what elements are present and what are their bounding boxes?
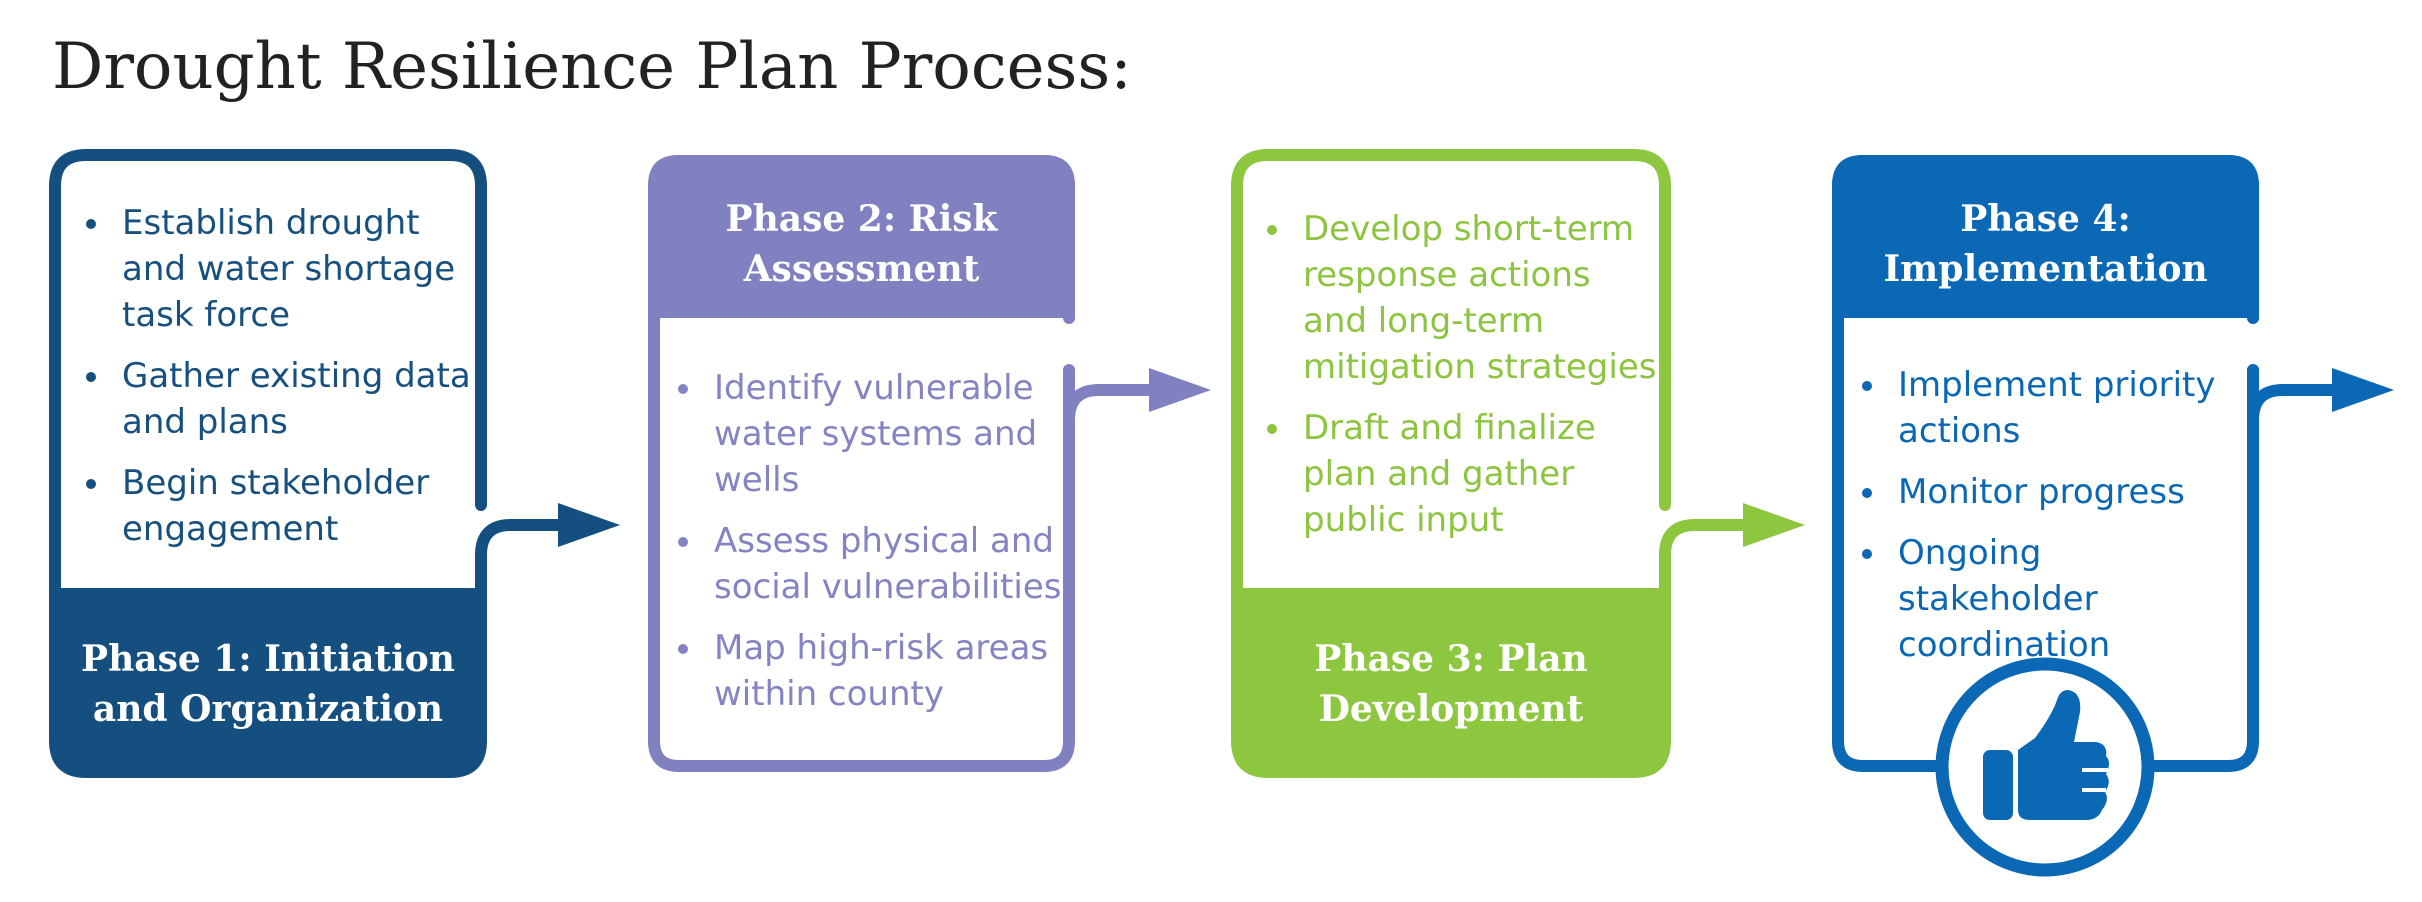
phase-3-frame [1231, 149, 1671, 778]
phase-3-bullets: Develop short-term response actions and … [1261, 206, 1659, 558]
list-item: Monitor progress [1856, 469, 2251, 515]
phase-2-bullets: Identify vulnerable water systems and we… [672, 365, 1067, 732]
arrow-right-icon [1063, 368, 1211, 440]
list-item: Gather existing data and plans [80, 353, 475, 445]
phase-1-header-fill [55, 588, 481, 772]
phase-2-header-line: Assessment [743, 248, 980, 290]
arrow-right-icon [475, 503, 620, 588]
phase-4-header: Phase 4: Implementation [1832, 170, 2259, 318]
phase-4-header-fill [1832, 155, 2259, 318]
list-item: Ongoing stakeholder coordination [1856, 530, 2251, 668]
phase-3-header-line: Phase 3: Plan [1314, 638, 1588, 680]
phase-1-frame [49, 149, 487, 778]
list-item: Assess physical and social vulnerabiliti… [672, 518, 1067, 610]
list-item: Draft and finalize plan and gather publi… [1261, 405, 1659, 543]
list-item: Identify vulnerable water systems and we… [672, 365, 1067, 503]
phase-3-header-line: Development [1318, 688, 1584, 730]
arrow-right-icon [1659, 503, 1805, 588]
phase-1-header: Phase 1: Initiation and Organization [55, 620, 481, 748]
list-item: Map high-risk areas within county [672, 625, 1067, 717]
list-item: Begin stakeholder engagement [80, 460, 475, 552]
phase-4-bullets: Implement priority actions Monitor progr… [1856, 362, 2251, 683]
phase-4-card [1832, 155, 2259, 772]
phase-2-card [648, 155, 1075, 772]
phase-1-header-line: and Organization [92, 688, 444, 730]
phase-3-header: Phase 3: Plan Development [1237, 620, 1665, 748]
list-item: Establish drought and water shortage tas… [80, 200, 475, 338]
phase-4-header-line: Implementation [1883, 248, 2208, 290]
arrow-right-icon [2247, 368, 2394, 440]
phase-2-header: Phase 2: Risk Assessment [648, 170, 1075, 318]
list-item: Implement priority actions [1856, 362, 2251, 454]
phase-2-header-line: Phase 2: Risk [725, 198, 998, 240]
phase-2-header-fill [648, 155, 1075, 318]
phase-1-header-line: Phase 1: Initiation [81, 638, 455, 680]
list-item: Develop short-term response actions and … [1261, 206, 1659, 390]
phase-4-header-line: Phase 4: [1960, 198, 2131, 240]
phase-1-bullets: Establish drought and water shortage tas… [80, 200, 475, 567]
thumbs-up-icon [1935, 657, 2155, 877]
phase-2-frame [648, 155, 1075, 772]
phase-3-header-fill [1237, 588, 1665, 772]
phase-4-frame [1832, 155, 2259, 772]
phase-1-card [49, 149, 487, 778]
page-title: Drought Resilience Plan Process: [52, 30, 1132, 104]
phase-3-card [1231, 149, 1671, 778]
